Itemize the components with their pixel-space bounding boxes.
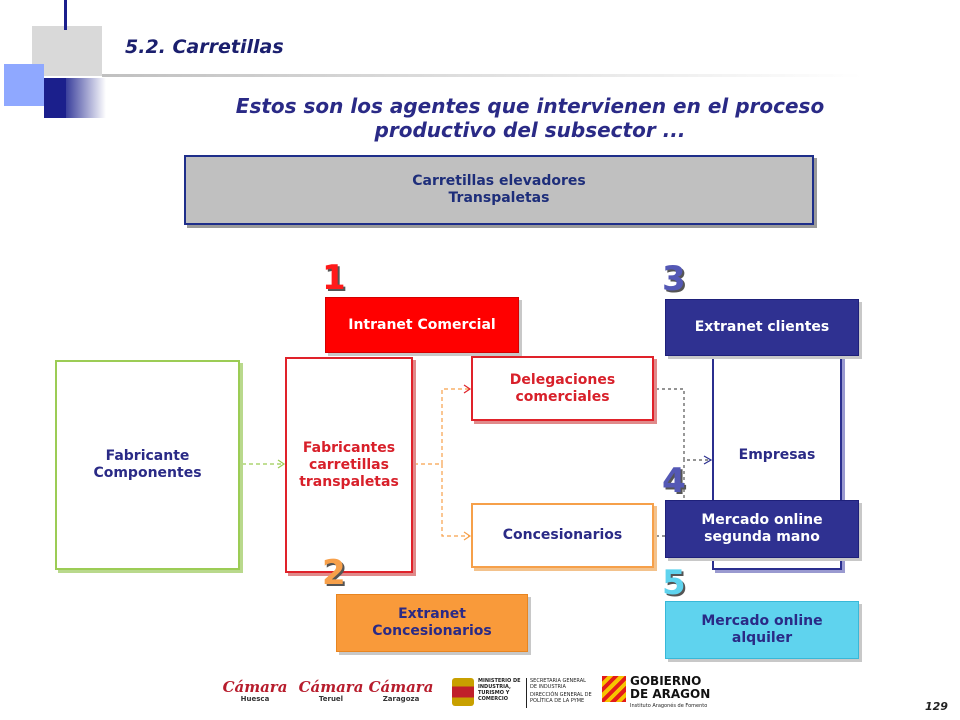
number-2: 2: [322, 553, 346, 593]
concesionarios-box: Concesionarios: [471, 503, 654, 568]
product-line1: Carretillas elevadores: [412, 173, 586, 189]
main-title-line1: Estos son los agentes que intervienen en…: [235, 94, 825, 118]
number-3: 3: [662, 259, 686, 299]
camara-teruel-logo: Cámara Teruel: [298, 680, 364, 704]
camara-huesca-sub: Huesca: [240, 695, 270, 703]
aragon-flag-icon: [602, 676, 626, 702]
secretaria-text: SECRETARIA GENERAL DE INDUSTRIA: [530, 678, 586, 690]
decor-underline: [102, 74, 862, 77]
mercado-alquiler-box: Mercado online alquiler: [665, 601, 859, 659]
fabricante-componentes-line1: Fabricante: [105, 448, 190, 464]
extranet-concesionarios-line2: Concesionarios: [372, 623, 492, 639]
number-1: 1: [322, 258, 346, 298]
mercado-alquiler-line1: Mercado online: [701, 613, 823, 629]
mercado-segunda-line1: Mercado online: [701, 512, 823, 528]
number-4: 4: [662, 461, 686, 501]
camara-teruel-sub: Teruel: [318, 695, 344, 703]
extranet-concesionarios-box: Extranet Concesionarios: [336, 594, 528, 652]
gobierno-aragon-logo: GOBIERNO DE ARAGON Instituto Aragonés de…: [602, 673, 712, 713]
gobierno-sub: Instituto Aragonés de Fomento: [630, 703, 708, 709]
empresas-label: Empresas: [738, 446, 816, 463]
camara-zaragoza-sub: Zaragoza: [382, 695, 420, 703]
arrow-componentes-fabricantes: [277, 459, 286, 469]
extranet-clientes-label: Extranet clientes: [694, 319, 830, 335]
ministerio-logo: MINISTERIO DE INDUSTRIA, TURISMO Y COMER…: [452, 676, 592, 710]
camara-zaragoza-text: Cámara: [368, 678, 434, 696]
ministerio-shield-icon: [452, 678, 474, 706]
camara-teruel-text: Cámara: [298, 678, 364, 696]
gobierno-line2: DE ARAGON: [630, 687, 711, 701]
fabricantes-carretillas-line3: transpaletas: [299, 473, 399, 490]
section-title: 5.2. Carretillas: [125, 36, 284, 58]
connector-delegaciones-empresas: [656, 388, 710, 537]
ministerio-text: MINISTERIO DE INDUSTRIA, TURISMO Y COMER…: [478, 678, 521, 702]
camara-zaragoza-logo: Cámara Zaragoza: [368, 680, 434, 704]
camara-huesca-logo: Cámara Huesca: [222, 680, 288, 704]
main-title-line2: productivo del subsector ...: [374, 118, 686, 142]
number-5: 5: [662, 563, 686, 603]
product-box: Carretillas elevadores Transpaletas: [184, 155, 814, 225]
extranet-clientes-box: Extranet clientes: [665, 299, 859, 356]
arrow-to-empresas: [703, 455, 713, 465]
decor-square-navy: [44, 78, 66, 118]
decor-square-fade: [66, 78, 106, 118]
fabricantes-carretillas-box: Fabricantes carretillas transpaletas: [285, 357, 413, 573]
delegaciones-line2: comerciales: [515, 388, 610, 405]
connector-fabricantes-split: [414, 388, 469, 537]
arrow-to-delegaciones: [463, 384, 472, 394]
page-number: 129: [925, 700, 948, 713]
intranet-comercial-label: Intranet Comercial: [348, 316, 496, 333]
mercado-segunda-line2: segunda mano: [704, 529, 820, 545]
arrow-to-concesionarios: [463, 531, 472, 541]
delegaciones-box: Delegaciones comerciales: [471, 356, 654, 421]
fabricantes-carretillas-line2: carretillas: [309, 456, 389, 473]
decor-vertical-line: [64, 0, 67, 30]
extranet-concesionarios-line1: Extranet: [398, 606, 466, 622]
fabricante-componentes-box: Fabricante Componentes: [55, 360, 240, 570]
fabricantes-carretillas-line1: Fabricantes: [302, 439, 396, 456]
mercado-segunda-mano-box: Mercado online segunda mano: [665, 500, 859, 558]
decor-square-blue: [4, 64, 44, 106]
camara-huesca-text: Cámara: [222, 678, 288, 696]
ministerio-divider: [526, 678, 527, 708]
main-title: Estos son los agentes que intervienen en…: [150, 94, 910, 142]
fabricante-componentes-line2: Componentes: [93, 465, 202, 481]
direccion-text: DIRECCIÓN GENERAL DE POLÍTICA DE LA PYME: [530, 692, 592, 704]
mercado-alquiler-line2: alquiler: [731, 630, 793, 646]
intranet-comercial-box: Intranet Comercial: [325, 297, 519, 353]
delegaciones-line1: Delegaciones: [509, 371, 616, 388]
concesionarios-label: Concesionarios: [502, 527, 623, 543]
gobierno-line1: GOBIERNO: [630, 674, 702, 688]
product-line2: Transpaletas: [448, 190, 550, 206]
